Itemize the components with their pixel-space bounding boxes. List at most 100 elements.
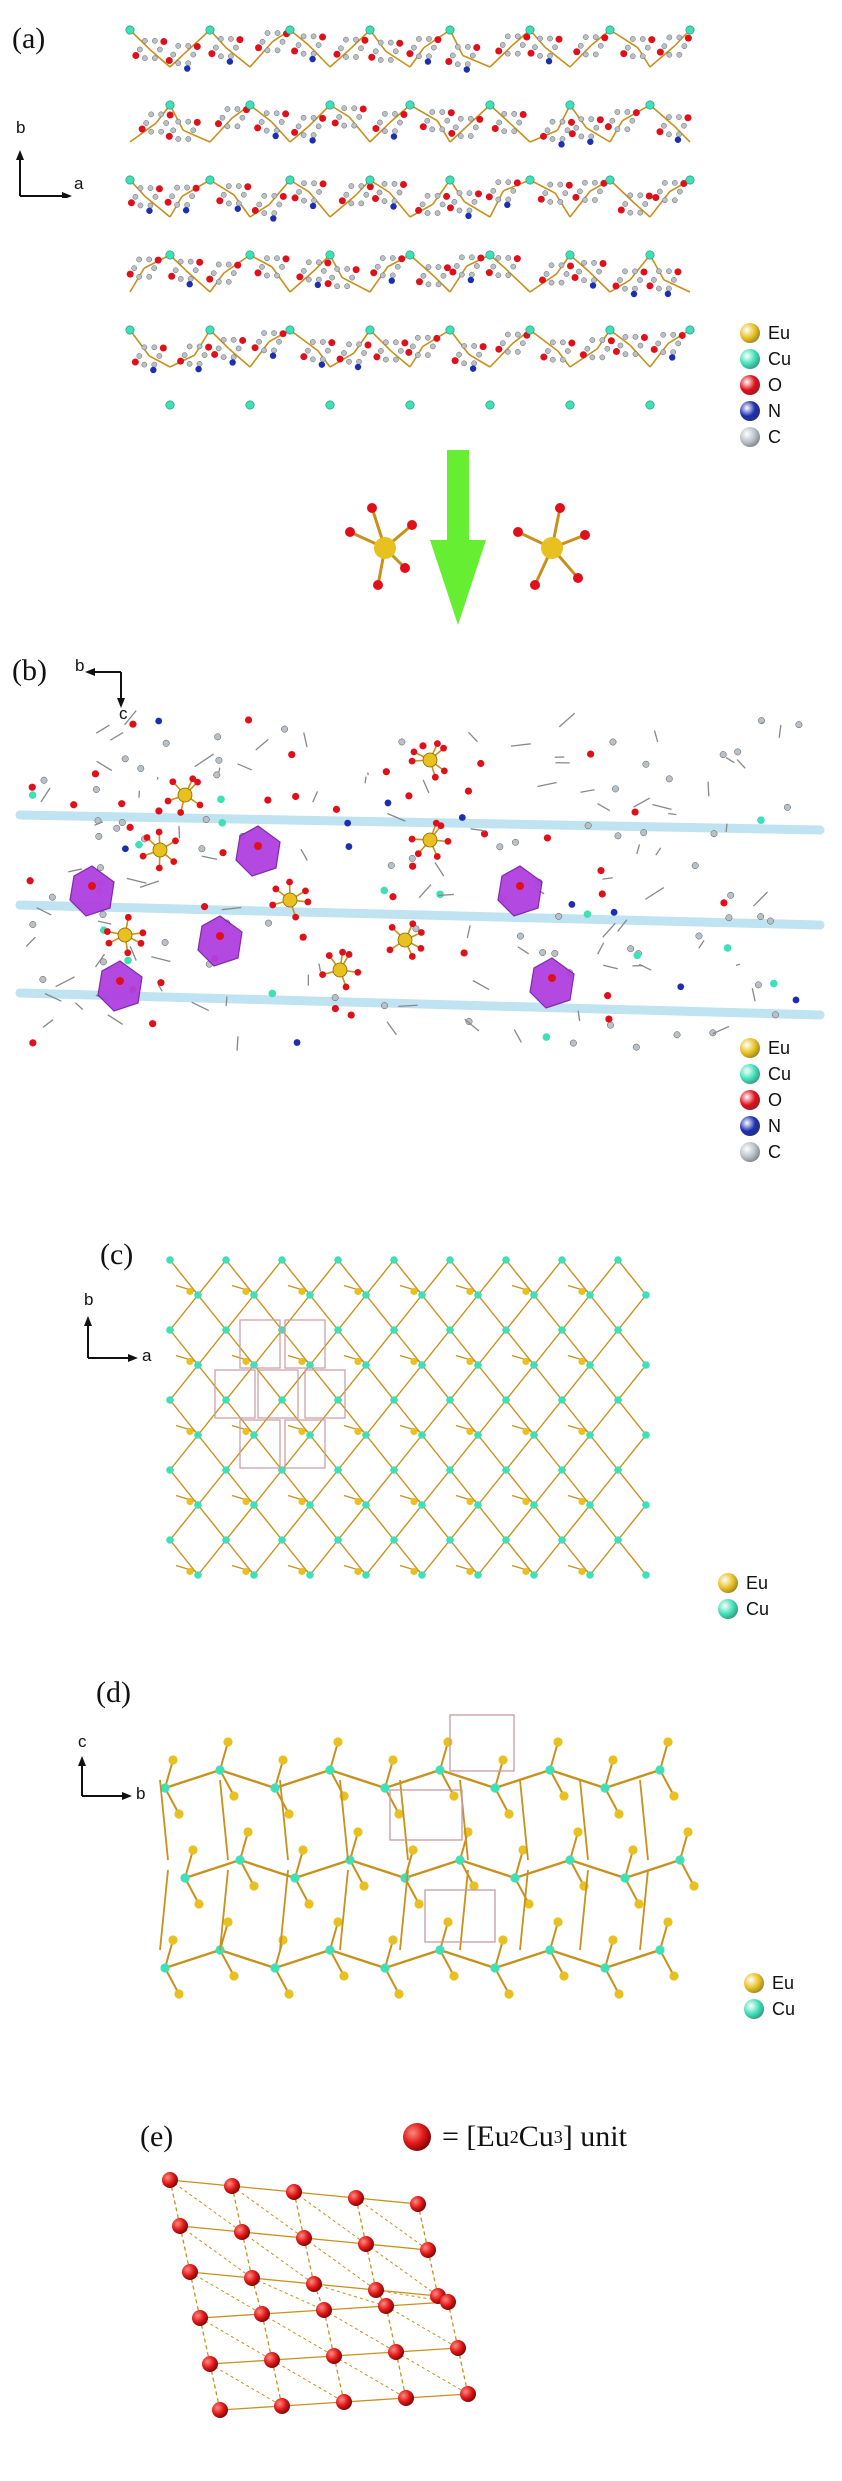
ligand-bond <box>649 254 665 281</box>
framework-bond <box>470 828 486 832</box>
interlayer-link <box>159 1779 169 1861</box>
carbon-atom <box>198 845 206 853</box>
eu-arm <box>494 1939 504 1969</box>
carbon-atom <box>239 114 246 121</box>
unit-link <box>241 2231 305 2239</box>
carbon-atom <box>624 44 631 51</box>
unit-link <box>343 2397 407 2403</box>
interlayer-link <box>339 1869 349 1951</box>
oxygen-atom <box>368 53 376 61</box>
net-link <box>533 1399 563 1436</box>
copper-node <box>380 1783 390 1793</box>
copper-node <box>278 1536 286 1544</box>
net-link <box>505 1329 535 1366</box>
copper-node <box>446 1256 454 1264</box>
carbon-atom <box>148 128 154 135</box>
net-link <box>505 1539 535 1576</box>
net-link <box>309 1364 339 1401</box>
oxygen-atom <box>291 47 299 55</box>
carbon-atom <box>582 197 588 203</box>
copper-atom <box>645 250 655 260</box>
carbon-atom <box>666 131 672 138</box>
chain-link <box>459 1858 516 1880</box>
ligand-bond <box>529 329 559 352</box>
carbon-atom <box>627 945 635 953</box>
ligand-bond <box>465 104 491 128</box>
carbon-atom <box>353 54 359 60</box>
legend-label-cu: Cu <box>772 1998 796 2019</box>
oxygen-atom <box>168 272 176 280</box>
europium-node <box>466 1287 474 1296</box>
net-link <box>197 1504 227 1541</box>
carbon-atom <box>656 188 663 195</box>
carbon-atom <box>471 198 478 205</box>
net-link <box>225 1294 255 1331</box>
nitrogen-atom <box>155 717 163 725</box>
copper-atom <box>445 25 455 35</box>
eu2cu3-unit-node <box>172 2218 188 2234</box>
net-link <box>505 1364 535 1401</box>
carbon-atom <box>202 816 210 823</box>
framework-bond <box>760 721 765 725</box>
net-link <box>225 1364 255 1401</box>
interlayer-link <box>279 1779 289 1861</box>
copper-node <box>614 1326 622 1334</box>
oxygen-atom <box>200 903 209 911</box>
eu2cu3-unit-node <box>460 2386 476 2402</box>
carbon-atom <box>279 264 285 270</box>
copper-node <box>166 1326 174 1334</box>
europium-node <box>469 1881 479 1891</box>
framework-bond <box>387 812 406 822</box>
eu2cu3-unit-node <box>296 2230 312 2246</box>
carbon-atom <box>604 345 611 352</box>
ligand-bond <box>629 254 651 281</box>
net-link <box>281 1469 311 1506</box>
carbon-atom <box>412 925 420 933</box>
carbon-atom <box>315 123 322 130</box>
carbon-atom <box>271 347 277 354</box>
copper-node <box>510 1873 520 1883</box>
oxygen-atom <box>646 282 654 290</box>
oxygen-atom <box>219 849 227 857</box>
eu-arm <box>274 1939 284 1969</box>
oxygen-atom <box>324 259 332 267</box>
oxygen-atom <box>579 351 587 359</box>
copper-atom <box>165 250 175 260</box>
ligand-bond <box>129 29 151 51</box>
carbon-atom <box>609 117 616 124</box>
ligand-bond <box>289 270 315 293</box>
framework-bond <box>107 1014 124 1026</box>
framework-bond <box>225 996 228 1007</box>
net-link <box>477 1259 507 1296</box>
eu2cu3-unit-node <box>440 2294 456 2310</box>
net-link <box>337 1259 367 1296</box>
net-link <box>225 1259 255 1296</box>
axis-label-c2: c <box>119 704 128 723</box>
carbon-atom <box>467 133 474 139</box>
unit-box <box>424 1889 496 1943</box>
carbon-atom <box>671 277 677 283</box>
europium-node <box>188 1845 198 1855</box>
carbon-atom <box>573 124 580 131</box>
framework-bond <box>94 821 104 826</box>
europium-node <box>614 1809 624 1819</box>
carbon-atom <box>496 119 503 126</box>
nitrogen-atom <box>630 290 638 298</box>
europium-atom <box>422 752 438 768</box>
oxygen-atom <box>254 269 262 277</box>
oxygen-atom <box>408 835 416 843</box>
europium-node <box>242 1497 250 1506</box>
carbon-atom <box>271 210 278 216</box>
ligand-bond <box>348 116 371 143</box>
carbon-atom <box>617 342 624 349</box>
copper-node <box>194 1571 202 1579</box>
net-link <box>169 1539 199 1576</box>
oxygen-atom <box>347 1011 355 1019</box>
eu-arm <box>459 1831 469 1861</box>
carbon-atom <box>161 938 169 946</box>
ligand-bond <box>129 122 157 143</box>
net-link <box>561 1329 591 1366</box>
copper-node <box>558 1326 566 1334</box>
copper-node <box>642 1571 650 1579</box>
carbon-atom <box>210 270 217 276</box>
